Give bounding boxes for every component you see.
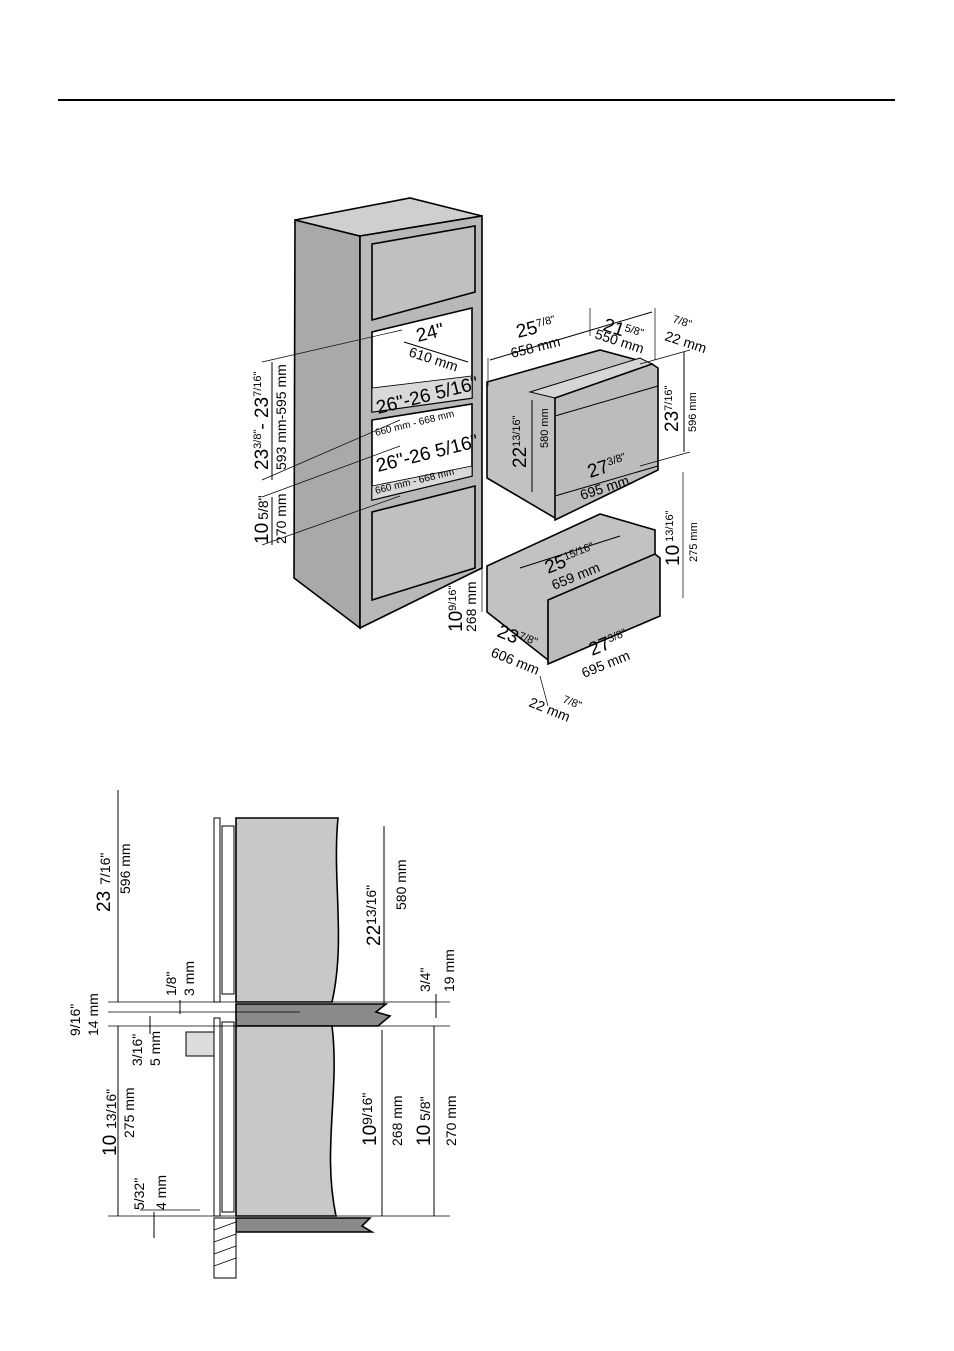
side-gap1-in: 1/8"	[163, 972, 179, 996]
drawer-front-frame	[221, 1021, 235, 1213]
cabinet-height-mm: 593 mm-595 mm	[273, 364, 289, 470]
oven-side-body	[235, 817, 340, 1003]
cabinet-bottom-panel	[371, 484, 476, 602]
side-gap2-mm: 14 mm	[85, 993, 101, 1036]
dim-line	[554, 465, 659, 497]
side-drawer-height-in: 1013/16"	[100, 1089, 121, 1156]
oven-height-in: 237/16"	[662, 385, 683, 432]
ext-line	[261, 329, 403, 363]
oven-inner-height-in: 2213/16"	[510, 415, 531, 468]
drawer-niche-mm: 270 mm	[273, 493, 289, 544]
warming-drawer	[486, 513, 661, 666]
ext-line	[639, 451, 691, 467]
oven-height-mm: 596 mm	[687, 392, 699, 432]
side-gap4-mm: 4 mm	[153, 1175, 169, 1210]
drawer-height-in: 1013/16"	[663, 510, 684, 566]
drawer-niche-in: 105/8"	[252, 495, 273, 544]
tall-cabinet	[293, 197, 483, 630]
side-shelf-mm: 19 mm	[441, 949, 457, 992]
side-inner-height-mm: 580 mm	[393, 859, 409, 910]
drawer-height-mm: 275 mm	[688, 522, 700, 562]
bottom-shelf	[235, 1217, 375, 1233]
dim-line	[547, 617, 656, 665]
oven-door-edge	[213, 817, 221, 1003]
ext-line	[261, 495, 401, 546]
drawer-side-body	[235, 1025, 337, 1217]
side-shelf-in: 3/4"	[417, 968, 433, 992]
side-gap4-in: 5/32"	[131, 1178, 147, 1210]
oven-front-in: 7/8"	[671, 313, 693, 330]
drawer-niche-floor	[371, 465, 473, 501]
drawer-handle	[185, 1031, 215, 1057]
oven-inner-height-mm: 580 mm	[539, 408, 551, 448]
oven-control-edge	[554, 385, 659, 417]
side-niche-mm: 270 mm	[443, 1095, 459, 1146]
cabinet-side	[293, 218, 361, 630]
cabinet-height-in: 233/8"- 237/16"	[252, 371, 273, 470]
side-oven-height-in: 237/16"	[94, 853, 115, 912]
ext-line	[539, 675, 549, 707]
hatched-wall	[213, 1217, 237, 1279]
side-inner-height-in: 2213/16"	[363, 885, 385, 946]
drawer-front-edge	[213, 1017, 221, 1217]
oven-front-mm: 22 mm	[663, 328, 709, 356]
drawer-body-height-in: 109/16"	[446, 585, 467, 632]
dim-line-depth	[403, 341, 469, 363]
ext-line	[261, 445, 401, 498]
oven-depth-in: 257/8"	[514, 313, 558, 343]
shelf-board	[235, 1003, 392, 1027]
cabinet-top-panel	[371, 225, 476, 322]
ext-line	[261, 419, 401, 481]
side-section	[185, 817, 392, 1279]
dim-line	[489, 311, 653, 361]
side-oven-height-mm: 596 mm	[117, 843, 133, 894]
oven-front-panel	[554, 363, 659, 522]
side-gap3-in: 3/16"	[129, 1034, 145, 1066]
oven-door-frame	[221, 825, 235, 995]
ext-line	[639, 349, 691, 365]
side-gap2-in: 9/16"	[67, 1004, 83, 1036]
oven-niche-floor	[371, 375, 473, 413]
side-niche-in: 105/8"	[414, 1096, 435, 1146]
side-gap1-mm: 3 mm	[181, 961, 197, 996]
side-drawer-body-in: 109/16"	[359, 1093, 381, 1146]
side-gap3-mm: 5 mm	[147, 1031, 163, 1066]
side-drawer-body-mm: 268 mm	[389, 1095, 405, 1146]
side-drawer-height-mm: 275 mm	[121, 1087, 137, 1138]
dim-line	[519, 535, 621, 569]
drawer-body-height-mm: 268 mm	[463, 581, 479, 632]
